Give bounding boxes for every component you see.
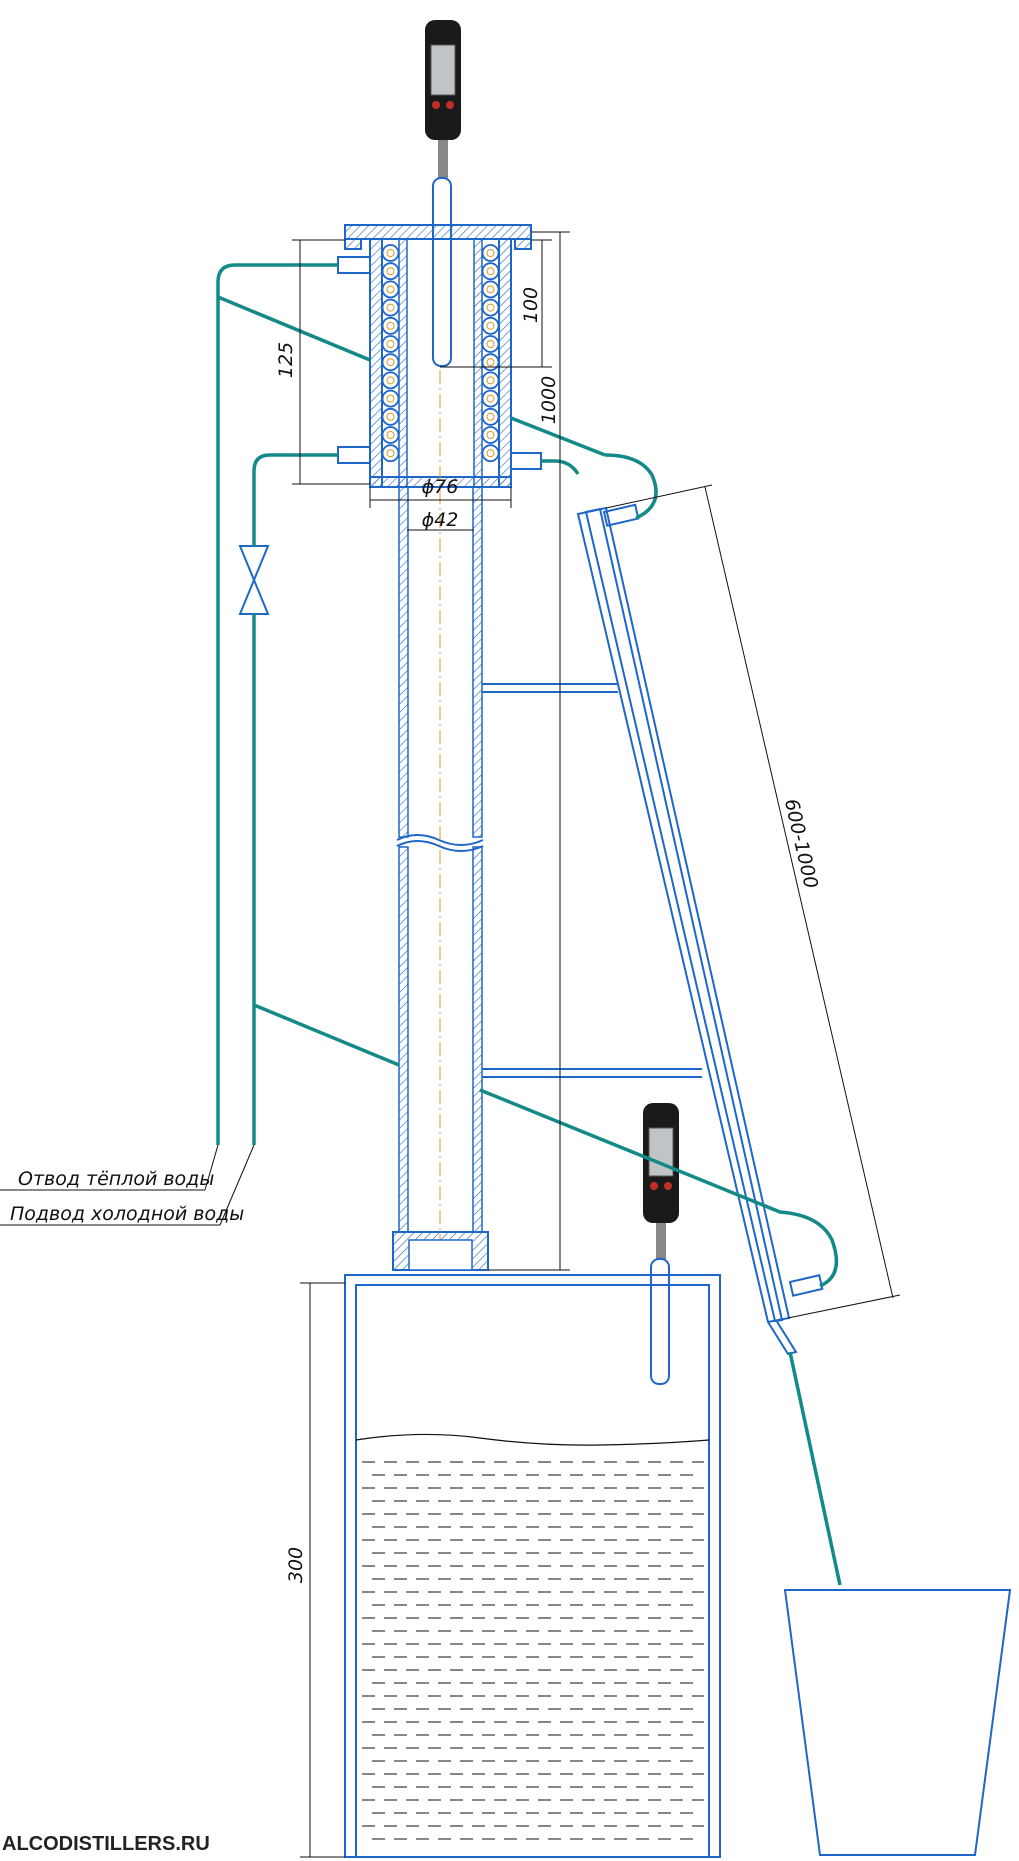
coil-turn [381,407,400,426]
coil-turn [381,389,400,408]
coil-core [486,303,495,312]
coil-core [486,449,495,458]
coil-core [386,340,395,348]
top-flange [344,224,532,250]
coil-turn [381,371,400,390]
coil-core [386,285,395,294]
watermark: ALCODISTILLERS.RU [2,1833,210,1855]
coil-core [486,285,495,294]
coil-turn [481,353,500,372]
coil-turn [481,426,500,444]
coil-turn [481,389,500,408]
label-cold-water-in: Подвод холодной воды [10,1203,244,1225]
coil-turn [381,262,400,281]
coil-turn [481,371,500,390]
receiver-cup [783,1589,1012,1856]
coil-turn [381,353,400,372]
dim-condenser-length: 600-1000 [780,797,822,891]
coil-core [386,249,395,257]
coil-turn [381,335,400,353]
coil-turn [481,316,500,335]
coil-core [486,376,495,385]
coil-core [486,394,495,403]
coil-turn [481,262,500,281]
coil-turn [481,244,500,262]
coil-turn [381,444,400,463]
thermometer-bottom [643,1103,679,1385]
coil-core [386,303,395,312]
coil-turn [381,426,400,444]
label-warm-water-out: Отвод тёплой воды [18,1168,214,1190]
coil-core [386,321,395,330]
coil-core [386,449,395,458]
coil-core [386,431,395,439]
dim-top-section: 100 [520,287,542,323]
dim-cooler-height: 125 [275,342,297,378]
coil-turn [381,316,400,335]
coil-core [486,412,495,421]
coil-core [386,358,395,367]
coil-core [486,321,495,330]
dim-tank-height: 300 [285,1547,307,1583]
coil-turn [381,280,400,299]
coil-core [486,358,495,367]
tank [344,1274,721,1858]
coil-turn [481,444,500,463]
coil-core [386,412,395,421]
support-struts [482,683,702,1078]
thermometer-top [425,20,461,367]
coil-turn [381,244,400,262]
coil-core [486,431,495,439]
coil-core [486,249,495,257]
dimension-lines [0,231,901,1858]
coil-core [486,267,495,276]
dim-outer-diameter: ϕ76 [422,476,459,498]
coil-core [486,340,495,348]
coil-core [386,267,395,276]
coil-turn [381,298,400,317]
coil-turn [481,407,500,426]
valve-icon [238,545,270,615]
cooling-water-pipes [216,263,842,1586]
coil-core [386,376,395,385]
coil-core [386,394,395,403]
coil-turn [481,280,500,299]
coil-turn [481,335,500,353]
dim-inner-diameter: ϕ42 [422,509,459,531]
dim-column-height: 1000 [538,376,560,424]
coil-turn [481,298,500,317]
product-condenser [576,503,824,1356]
column [392,370,489,1271]
